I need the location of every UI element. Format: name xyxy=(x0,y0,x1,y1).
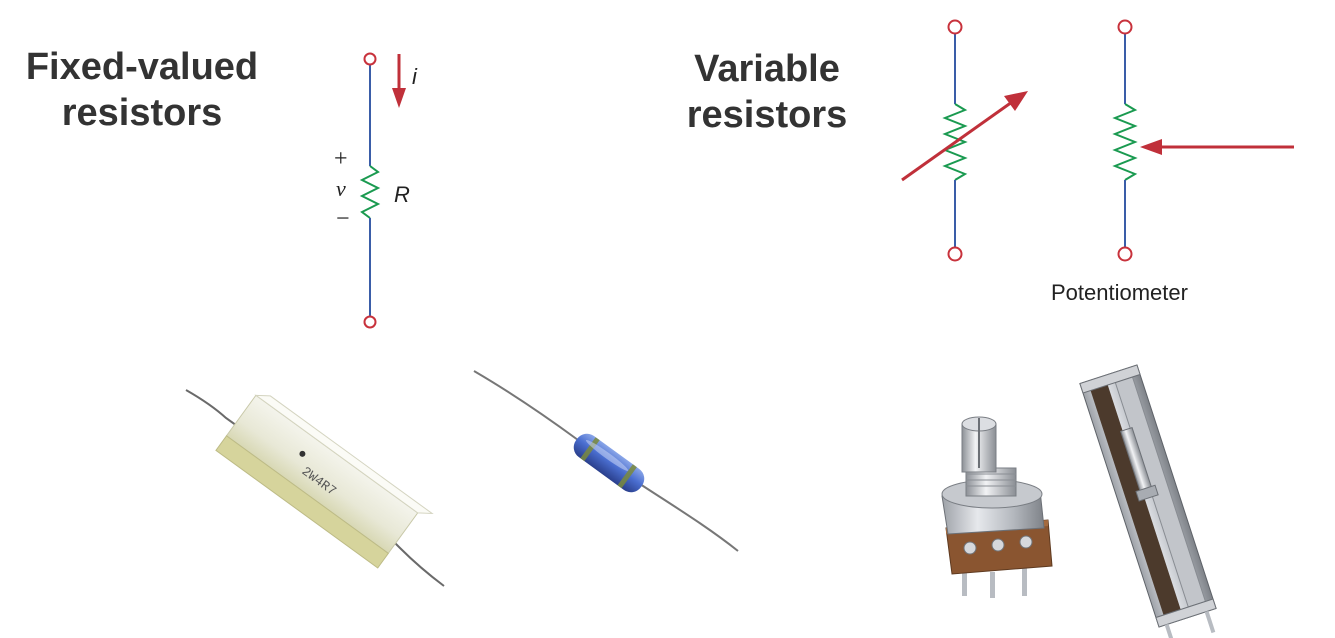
variable-resistor-symbol xyxy=(901,19,1028,262)
top-terminal xyxy=(363,52,377,66)
rotary-potentiometer-photo xyxy=(941,416,1053,598)
variable-resistors-heading: Variable resistors xyxy=(672,46,862,138)
resistor-zigzag xyxy=(359,165,381,219)
fixed-heading-line1: Fixed-valued xyxy=(25,46,259,88)
bottom-terminal xyxy=(363,315,377,329)
fixed-resistors-heading: Fixed-valued resistors xyxy=(14,44,270,136)
minus-sign: − xyxy=(336,206,350,232)
current-label: i xyxy=(412,64,418,89)
pot-bottom-terminal xyxy=(1117,246,1133,262)
left-arrow-icon xyxy=(1140,139,1294,155)
slide-potentiometer-photo xyxy=(1079,364,1217,638)
pot-top-terminal xyxy=(1117,19,1133,35)
fixed-heading-line2: resistors xyxy=(61,92,223,134)
resistor-label: R xyxy=(394,182,410,207)
potentiometer-symbol xyxy=(1112,19,1294,262)
voltage-label: v xyxy=(336,176,346,201)
variable-heading-line1: Variable xyxy=(694,48,840,90)
fixed-resistor-symbol: i + v − R xyxy=(334,52,418,329)
axial-resistor-photo xyxy=(473,370,739,552)
variable-top-terminal xyxy=(947,19,963,35)
ceramic-resistor-photo: 2W4R7 xyxy=(185,389,445,587)
variable-heading-line2: resistors xyxy=(686,94,848,136)
diagonal-arrow-icon xyxy=(901,91,1028,182)
current-arrow-icon xyxy=(392,54,406,108)
variable-bottom-terminal xyxy=(947,246,963,262)
potentiometer-caption: Potentiometer xyxy=(1051,280,1188,305)
plus-sign: + xyxy=(334,146,348,172)
